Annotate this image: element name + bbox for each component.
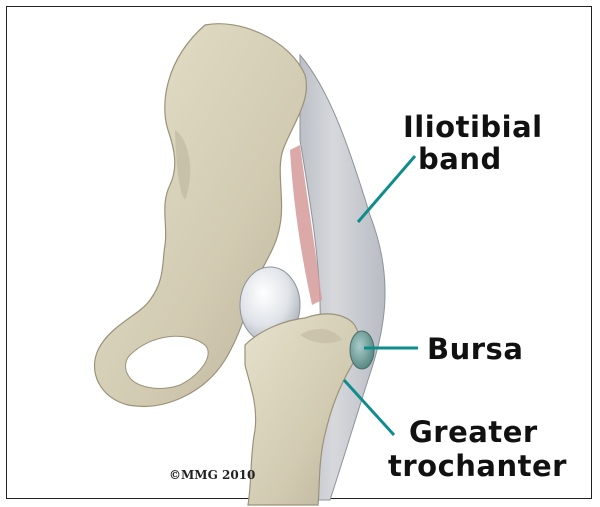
bursa-sac <box>350 331 374 369</box>
label-iliotibial: Iliotibial <box>403 111 543 143</box>
label-band: band <box>418 143 502 175</box>
copyright-notice: ©MMG 2010 <box>169 468 255 482</box>
label-trochanter: trochanter <box>388 450 567 482</box>
label-bursa: Bursa <box>427 333 523 365</box>
label-greater: Greater <box>409 416 538 448</box>
leader-line-iliotibial <box>358 156 415 222</box>
